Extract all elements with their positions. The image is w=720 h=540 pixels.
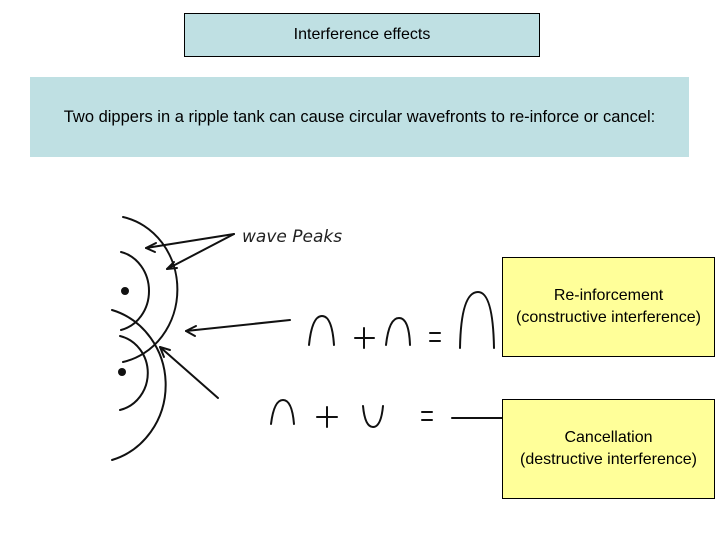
cancellation-title: Cancellation	[564, 429, 653, 446]
reinforcement-note: Re-inforcement (constructive interferenc…	[502, 257, 715, 357]
source-dot-lower	[118, 368, 126, 376]
lower-wavefront-outer	[111, 309, 167, 461]
wave-peaks-label: wave Peaks	[242, 227, 342, 247]
cancellation-subtitle: (destructive interference)	[520, 451, 697, 468]
lower-wavefront-inner	[119, 335, 149, 411]
big-peak	[459, 291, 495, 349]
trough	[362, 405, 384, 428]
peak-2	[385, 317, 411, 346]
arrow-destructive	[159, 346, 219, 399]
arrow-head-3	[185, 325, 197, 337]
peak-1	[308, 315, 335, 346]
title-text: Interference effects	[293, 26, 431, 43]
reinforcement-title: Re-inforcement	[553, 287, 664, 304]
source-dot-upper	[121, 287, 129, 295]
upper-wavefront-outer	[122, 216, 179, 363]
cancellation-note: Cancellation (destructive interference)	[502, 399, 715, 499]
upper-wavefront-inner	[120, 251, 150, 331]
intro-box: Two dippers in a ripple tank can cause c…	[30, 77, 689, 157]
equals-1	[429, 332, 441, 342]
title-box: Interference effects	[184, 13, 540, 57]
equals-2	[421, 411, 433, 421]
arrow-head-4	[159, 346, 171, 358]
arrow-head-1	[145, 242, 157, 253]
arrow-wave-peak-2	[166, 233, 235, 270]
peak-3	[270, 399, 295, 425]
intro-text: Two dippers in a ripple tank can cause c…	[63, 107, 656, 126]
reinforcement-subtitle: (constructive interference)	[516, 309, 701, 326]
arrow-constructive	[185, 319, 291, 332]
arrow-wave-peak-1	[145, 233, 235, 249]
arrow-head-2	[166, 261, 178, 270]
